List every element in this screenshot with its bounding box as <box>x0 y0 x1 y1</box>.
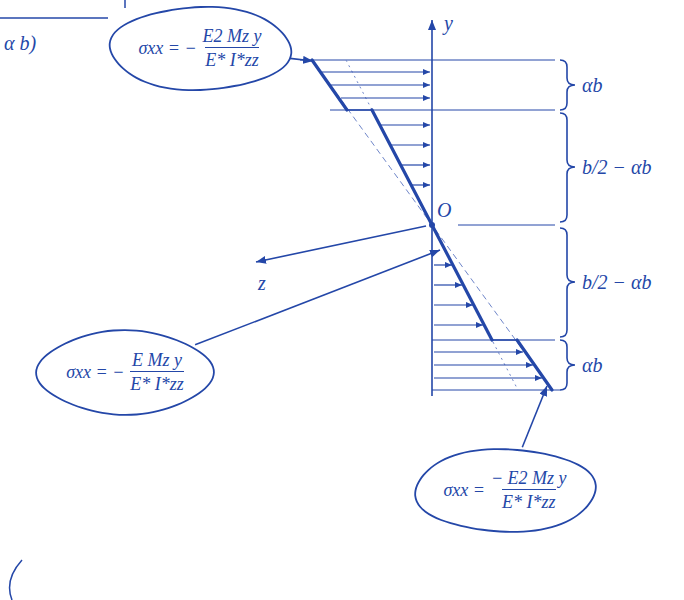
stress-profile <box>492 339 517 340</box>
formula: σxx = − E2 Mz yE* I*zz <box>443 467 566 514</box>
layer-lines <box>300 60 555 61</box>
layer-lines <box>300 60 560 390</box>
dimension-braces <box>560 228 575 337</box>
fraction: E Mz yE* I*zz <box>130 349 184 396</box>
dimension-braces <box>560 113 575 222</box>
denominator: E* I*zz <box>502 489 556 514</box>
layer-lines <box>432 390 560 391</box>
numerator: E Mz y <box>132 349 182 372</box>
stress-arrows <box>391 144 430 145</box>
page-frame-lines <box>10 560 22 600</box>
margin-note: α b) <box>4 32 36 54</box>
axes <box>431 20 433 396</box>
formula-cloud: σxx = − E2 Mz yE* I*zz <box>106 3 295 94</box>
stress-profile <box>347 109 372 110</box>
dimension-label: αb <box>582 354 603 376</box>
dimension-braces <box>560 60 575 390</box>
dimension-braces <box>560 60 575 110</box>
formula: σxx = − E Mz yE* I*zz <box>66 349 184 396</box>
axes <box>256 20 432 396</box>
formula-lead: σxx = − <box>66 361 124 384</box>
origin-label: O <box>437 199 451 221</box>
stress-arrows <box>381 124 430 125</box>
leader-arrow <box>290 58 313 61</box>
layer-lines <box>432 340 555 341</box>
stress-arrows <box>434 377 542 378</box>
stress-arrows <box>322 72 542 378</box>
formula-cloud: σxx = − E Mz yE* I*zz <box>34 327 216 418</box>
stress-arrows <box>434 324 483 325</box>
axis-label: y <box>444 12 453 34</box>
stress-arrows <box>434 351 523 352</box>
leader-arrow <box>195 250 440 345</box>
stress-arrows <box>412 184 430 185</box>
stress-arrows <box>341 97 430 98</box>
dimension-braces <box>560 340 575 390</box>
cloud-outline <box>415 449 596 532</box>
cloud-outline <box>411 445 600 536</box>
stress-arrows <box>434 364 533 365</box>
stress-arrows <box>322 71 430 72</box>
axes <box>256 226 426 262</box>
page-frame-lines <box>124 0 126 8</box>
dimension-label: b/2 − αb <box>582 271 652 293</box>
formula-lead: σxx = − <box>138 37 196 60</box>
denominator: E* I*zz <box>130 371 184 396</box>
denominator: E* I*zz <box>205 47 259 72</box>
cloud-outline <box>34 327 216 418</box>
stress-arrows <box>434 284 462 285</box>
fraction: − E2 Mz yE* I*zz <box>491 467 567 514</box>
stress-profile <box>372 110 492 340</box>
layer-lines <box>458 225 555 226</box>
layer-lines <box>330 110 555 111</box>
stress-arrows <box>434 264 452 265</box>
cloud-outline <box>106 3 295 94</box>
numerator: E2 Mz y <box>203 25 262 48</box>
page-frame-lines <box>0 0 125 600</box>
page-frame-lines <box>0 17 108 19</box>
cloud-outline <box>36 330 214 415</box>
cloud-outline <box>109 6 291 89</box>
stress-arrows <box>434 304 473 305</box>
formula: σxx = − E2 Mz yE* I*zz <box>138 25 261 72</box>
dimension-label: b/2 − αb <box>582 156 652 178</box>
stress-arrows <box>331 84 430 85</box>
fraction: E2 Mz yE* I*zz <box>203 25 262 72</box>
formula-lead: σxx = <box>443 479 485 502</box>
axis-label: z <box>258 272 266 294</box>
leader-arrow <box>522 386 547 447</box>
stress-arrows <box>402 164 430 165</box>
dimension-label: αb <box>582 74 603 96</box>
numerator: − E2 Mz y <box>491 467 567 490</box>
stress-profile <box>312 60 552 390</box>
formula-cloud: σxx = − E2 Mz yE* I*zz <box>411 445 600 536</box>
